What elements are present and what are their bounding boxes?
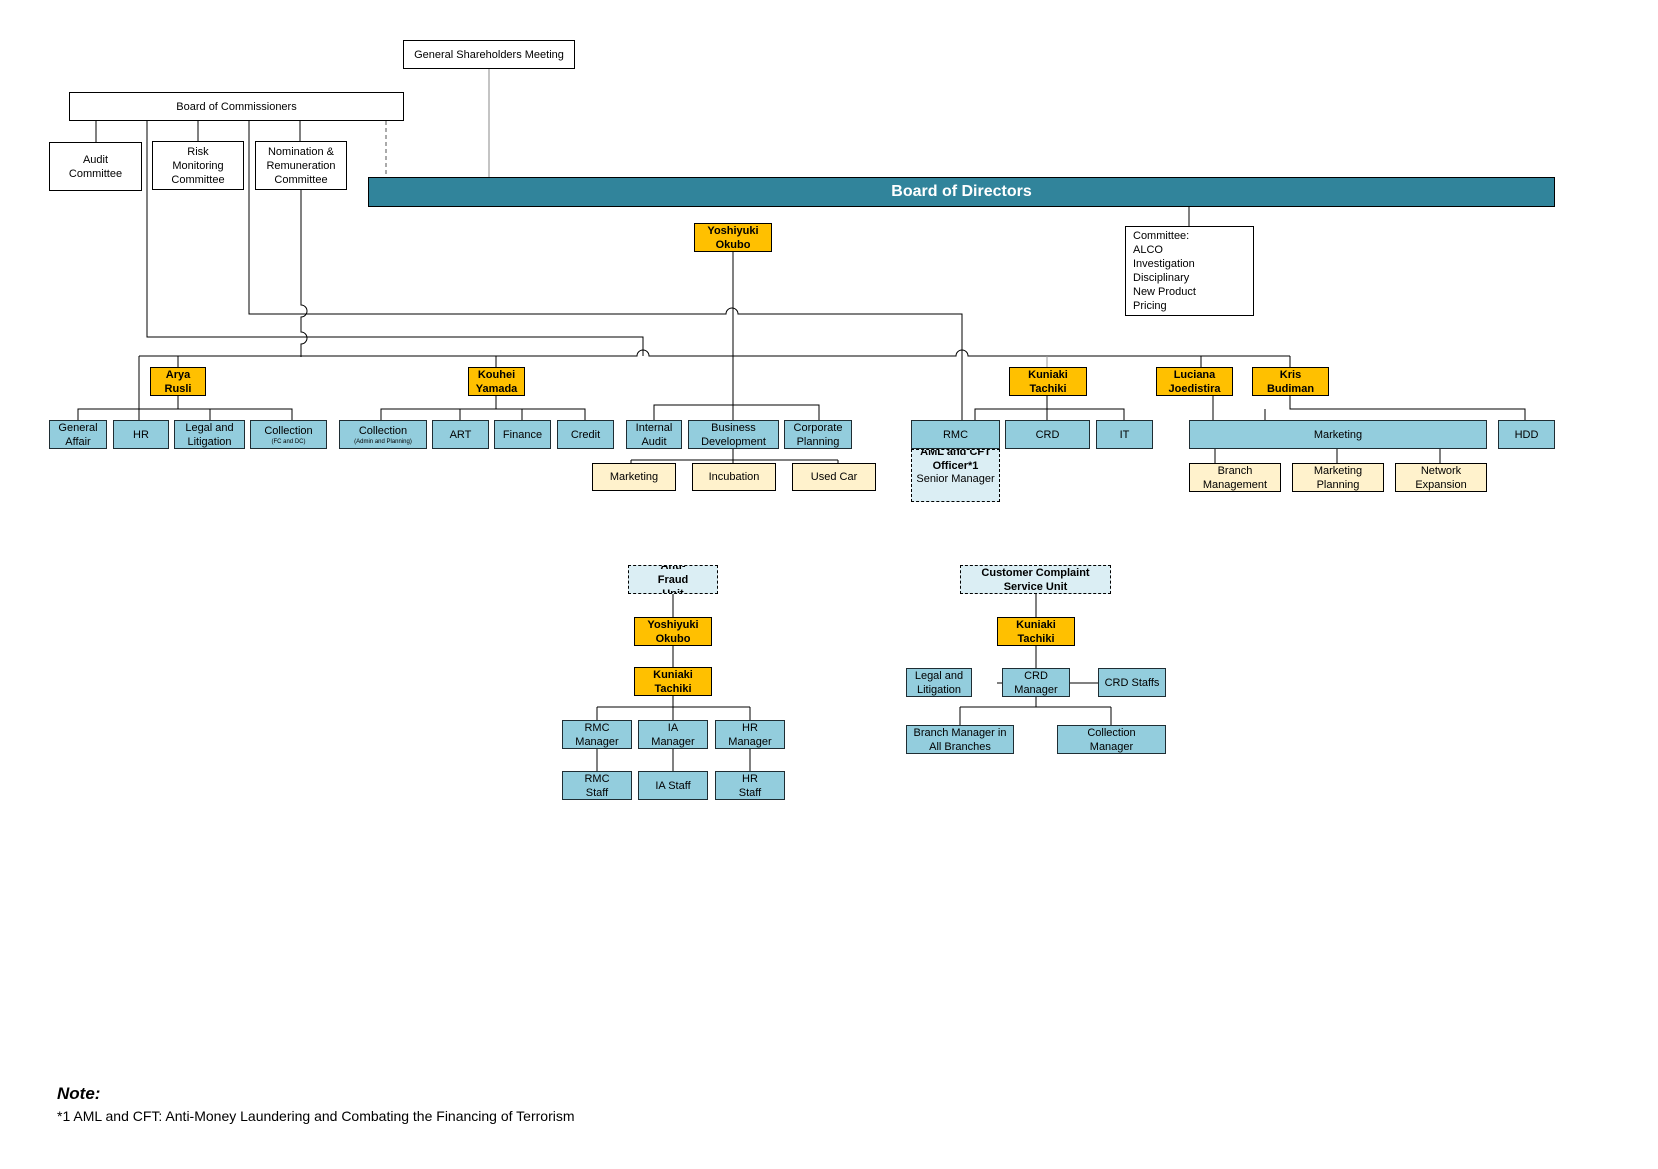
unit-collection-admin-planning: Collection (Admin and Planning)	[339, 420, 427, 449]
unit-marketing: Marketing	[1189, 420, 1487, 449]
unit-collection-fc-dc: Collection (FC and DC)	[250, 420, 327, 449]
note-text: *1 AML and CFT: Anti-Money Laundering an…	[57, 1108, 575, 1124]
director-arya-rusli: Arya Rusli	[150, 367, 206, 396]
board-of-directors: Board of Directors	[368, 177, 1555, 207]
complaint-legal-litigation: Legal and Litigation	[906, 668, 972, 697]
customer-complaint-unit: Customer Complaint Service Unit	[960, 565, 1111, 594]
committee-list: Committee: ALCO Investigation Disciplina…	[1125, 226, 1254, 316]
general-shareholders-meeting: General Shareholders Meeting	[403, 40, 575, 69]
unit-crd: CRD	[1005, 420, 1090, 449]
committee-item: Pricing	[1133, 300, 1167, 312]
unit-internal-audit: Internal Audit	[626, 420, 682, 449]
audit-committee: Audit Committee	[49, 142, 142, 191]
unit-hdd: HDD	[1498, 420, 1555, 449]
unit-it: IT	[1096, 420, 1153, 449]
director-kris-budiman: Kris Budiman	[1252, 367, 1329, 396]
anti-fraud-unit: Anti-Fraud Unit	[628, 565, 718, 594]
unit-credit: Credit	[557, 420, 614, 449]
committee-item: New Product	[1133, 286, 1196, 298]
unit-art: ART	[432, 420, 489, 449]
note-title: Note:	[57, 1084, 101, 1103]
subunit-used-car: Used Car	[792, 463, 876, 491]
aml-officer-title: AML and CFT Officer*1	[920, 449, 991, 472]
anti-fraud-head: Yoshiyuki Okubo	[634, 617, 712, 646]
committee-item: Disciplinary	[1133, 272, 1190, 284]
aml-officer-role: Senior Manager	[916, 473, 995, 485]
hr-staff: HR Staff	[715, 771, 785, 800]
rmc-manager: RMC Manager	[562, 720, 632, 749]
board-of-commissioners: Board of Commissioners	[69, 92, 404, 121]
committee-title: Committee:	[1133, 230, 1190, 242]
collection-manager: Collection Manager	[1057, 725, 1166, 754]
branch-manager-all-branches: Branch Manager in All Branches	[906, 725, 1014, 754]
collection-sub-label: (Admin and Planning)	[354, 438, 412, 445]
director-luciana-joedistira: Luciana Joedistira	[1156, 367, 1233, 396]
director-kuniaki-tachiki: Kuniaki Tachiki	[1009, 367, 1087, 396]
committee-item: Investigation	[1133, 258, 1195, 270]
unit-general-affair: General Affair	[49, 420, 107, 449]
unit-hr: HR	[113, 420, 169, 449]
rmc-staff: RMC Staff	[562, 771, 632, 800]
complaint-head: Kuniaki Tachiki	[997, 617, 1075, 646]
aml-cft-officer: AML and CFT Officer*1 Senior Manager	[911, 449, 1000, 502]
director-kouhei-yamada: Kouhei Yamada	[468, 367, 525, 396]
subunit-incubation: Incubation	[692, 463, 776, 491]
subunit-marketing: Marketing	[592, 463, 676, 491]
crd-manager: CRD Manager	[1002, 668, 1070, 697]
unit-legal-litigation: Legal and Litigation	[174, 420, 245, 449]
subunit-network-expansion: Network Expansion	[1395, 463, 1487, 492]
ia-staff: IA Staff	[638, 771, 708, 800]
unit-rmc: RMC	[911, 420, 1000, 449]
collection-sub-label: (FC and DC)	[271, 438, 306, 445]
ia-manager: IA Manager	[638, 720, 708, 749]
unit-corporate-planning: Corporate Planning	[784, 420, 852, 449]
subunit-marketing-planning: Marketing Planning	[1292, 463, 1384, 492]
risk-monitoring-committee: Risk Monitoring Committee	[152, 141, 244, 190]
director-yoshiyuki-okubo: Yoshiyuki Okubo	[694, 223, 772, 252]
hr-manager: HR Manager	[715, 720, 785, 749]
nomination-remuneration-committee: Nomination & Remuneration Committee	[255, 141, 347, 190]
subunit-branch-management: Branch Management	[1189, 463, 1281, 492]
unit-business-development: Business Development	[688, 420, 779, 449]
unit-finance: Finance	[494, 420, 551, 449]
crd-staffs: CRD Staffs	[1098, 668, 1166, 697]
anti-fraud-second: Kuniaki Tachiki	[634, 667, 712, 696]
committee-item: ALCO	[1133, 244, 1163, 256]
